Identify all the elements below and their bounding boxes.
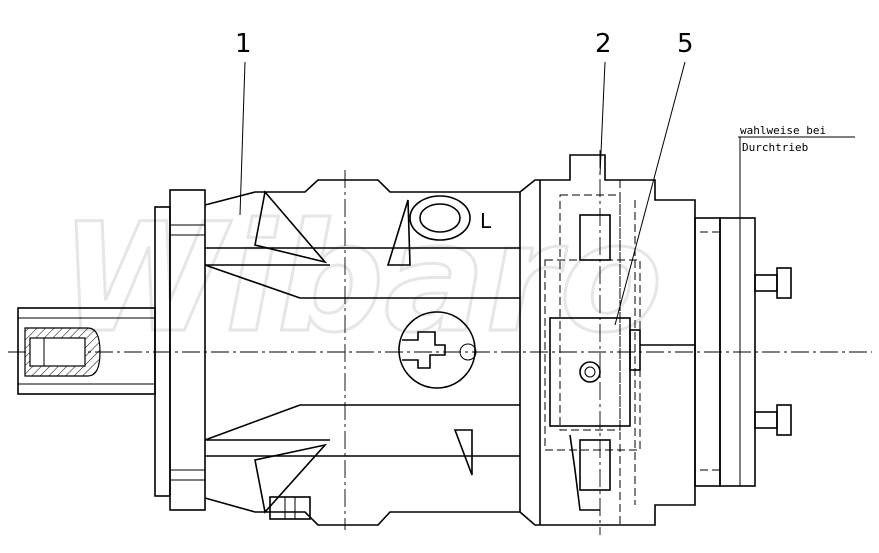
mounting-flange: [154, 189, 206, 511]
leader-1: [239, 61, 246, 216]
part-label-2: 2: [595, 29, 612, 59]
leader-5: [614, 61, 686, 326]
adjustment-circle: [398, 311, 476, 389]
bolt-bottom: [754, 404, 792, 436]
port-label: L: [480, 209, 492, 233]
end-cover: [694, 217, 792, 487]
port-l-outer: [409, 195, 471, 241]
control-block: [549, 317, 631, 427]
part-label-5: 5: [677, 29, 694, 59]
drive-shaft: [17, 307, 156, 395]
leader-2: [599, 61, 606, 176]
annotation-line-1: wahlweise bei: [740, 124, 826, 137]
bolt-top: [754, 267, 792, 299]
watermark: Wibaro: [60, 192, 663, 366]
main-housing: [204, 179, 521, 526]
part-label-1: 1: [235, 29, 252, 59]
port-l-inner: [419, 203, 461, 233]
annotation-line-2: Durchtrieb: [742, 141, 808, 154]
